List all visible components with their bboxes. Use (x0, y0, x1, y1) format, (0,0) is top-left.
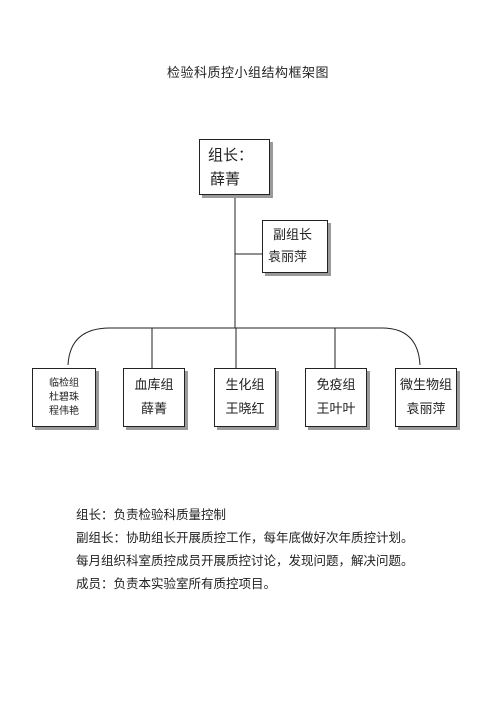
group-box-biochemistry: 生化组 王晓红 (214, 368, 276, 427)
note-line: 副组长：协助组长开展质控工作，每年底做好次年质控计划。 (76, 530, 414, 545)
deputy-role: 副组长 (273, 227, 313, 243)
note-line: 成员：负责本实验室所有质控项目。 (76, 576, 277, 591)
group-name: 免疫组 (316, 377, 356, 393)
group-name: 临检组 (49, 377, 79, 389)
leader-box: 组长： 薛菁 (199, 139, 270, 195)
note-line: 每月组织科室质控成员开展质控讨论，发现问题，解决问题。 (76, 553, 414, 568)
group-box-immunology: 免疫组 王叶叶 (305, 368, 367, 427)
group-member: 杜碧珠 (49, 391, 79, 403)
deputy-box: 副组长 袁丽萍 (262, 220, 328, 273)
group-box-microbiology: 微生物组 袁丽萍 (395, 368, 457, 427)
group-name: 生化组 (225, 377, 265, 393)
leader-name: 薛菁 (210, 170, 241, 188)
branch-bar (67, 327, 421, 366)
group-member: 薛菁 (140, 401, 167, 417)
group-box-blood-bank: 血库组 薛菁 (123, 368, 185, 427)
group-member: 袁丽萍 (406, 401, 446, 417)
responsibility-notes: 组长：负责检验科质量控制 副组长：协助组长开展质控工作，每年底做好次年质控计划。… (76, 503, 414, 595)
group-member: 王叶叶 (316, 401, 356, 417)
group-name: 微生物组 (399, 377, 452, 393)
leader-role: 组长： (208, 146, 254, 164)
group-box-clinical: 临检组 杜碧珠 程伟艳 (32, 368, 96, 427)
note-line: 组长：负责检验科质量控制 (76, 507, 227, 522)
group-name: 血库组 (134, 377, 174, 393)
group-member: 程伟艳 (49, 405, 79, 417)
group-member: 王晓红 (225, 401, 265, 417)
deputy-name: 袁丽萍 (268, 249, 308, 265)
chart-title: 检验科质控小组结构框架图 (166, 66, 329, 81)
